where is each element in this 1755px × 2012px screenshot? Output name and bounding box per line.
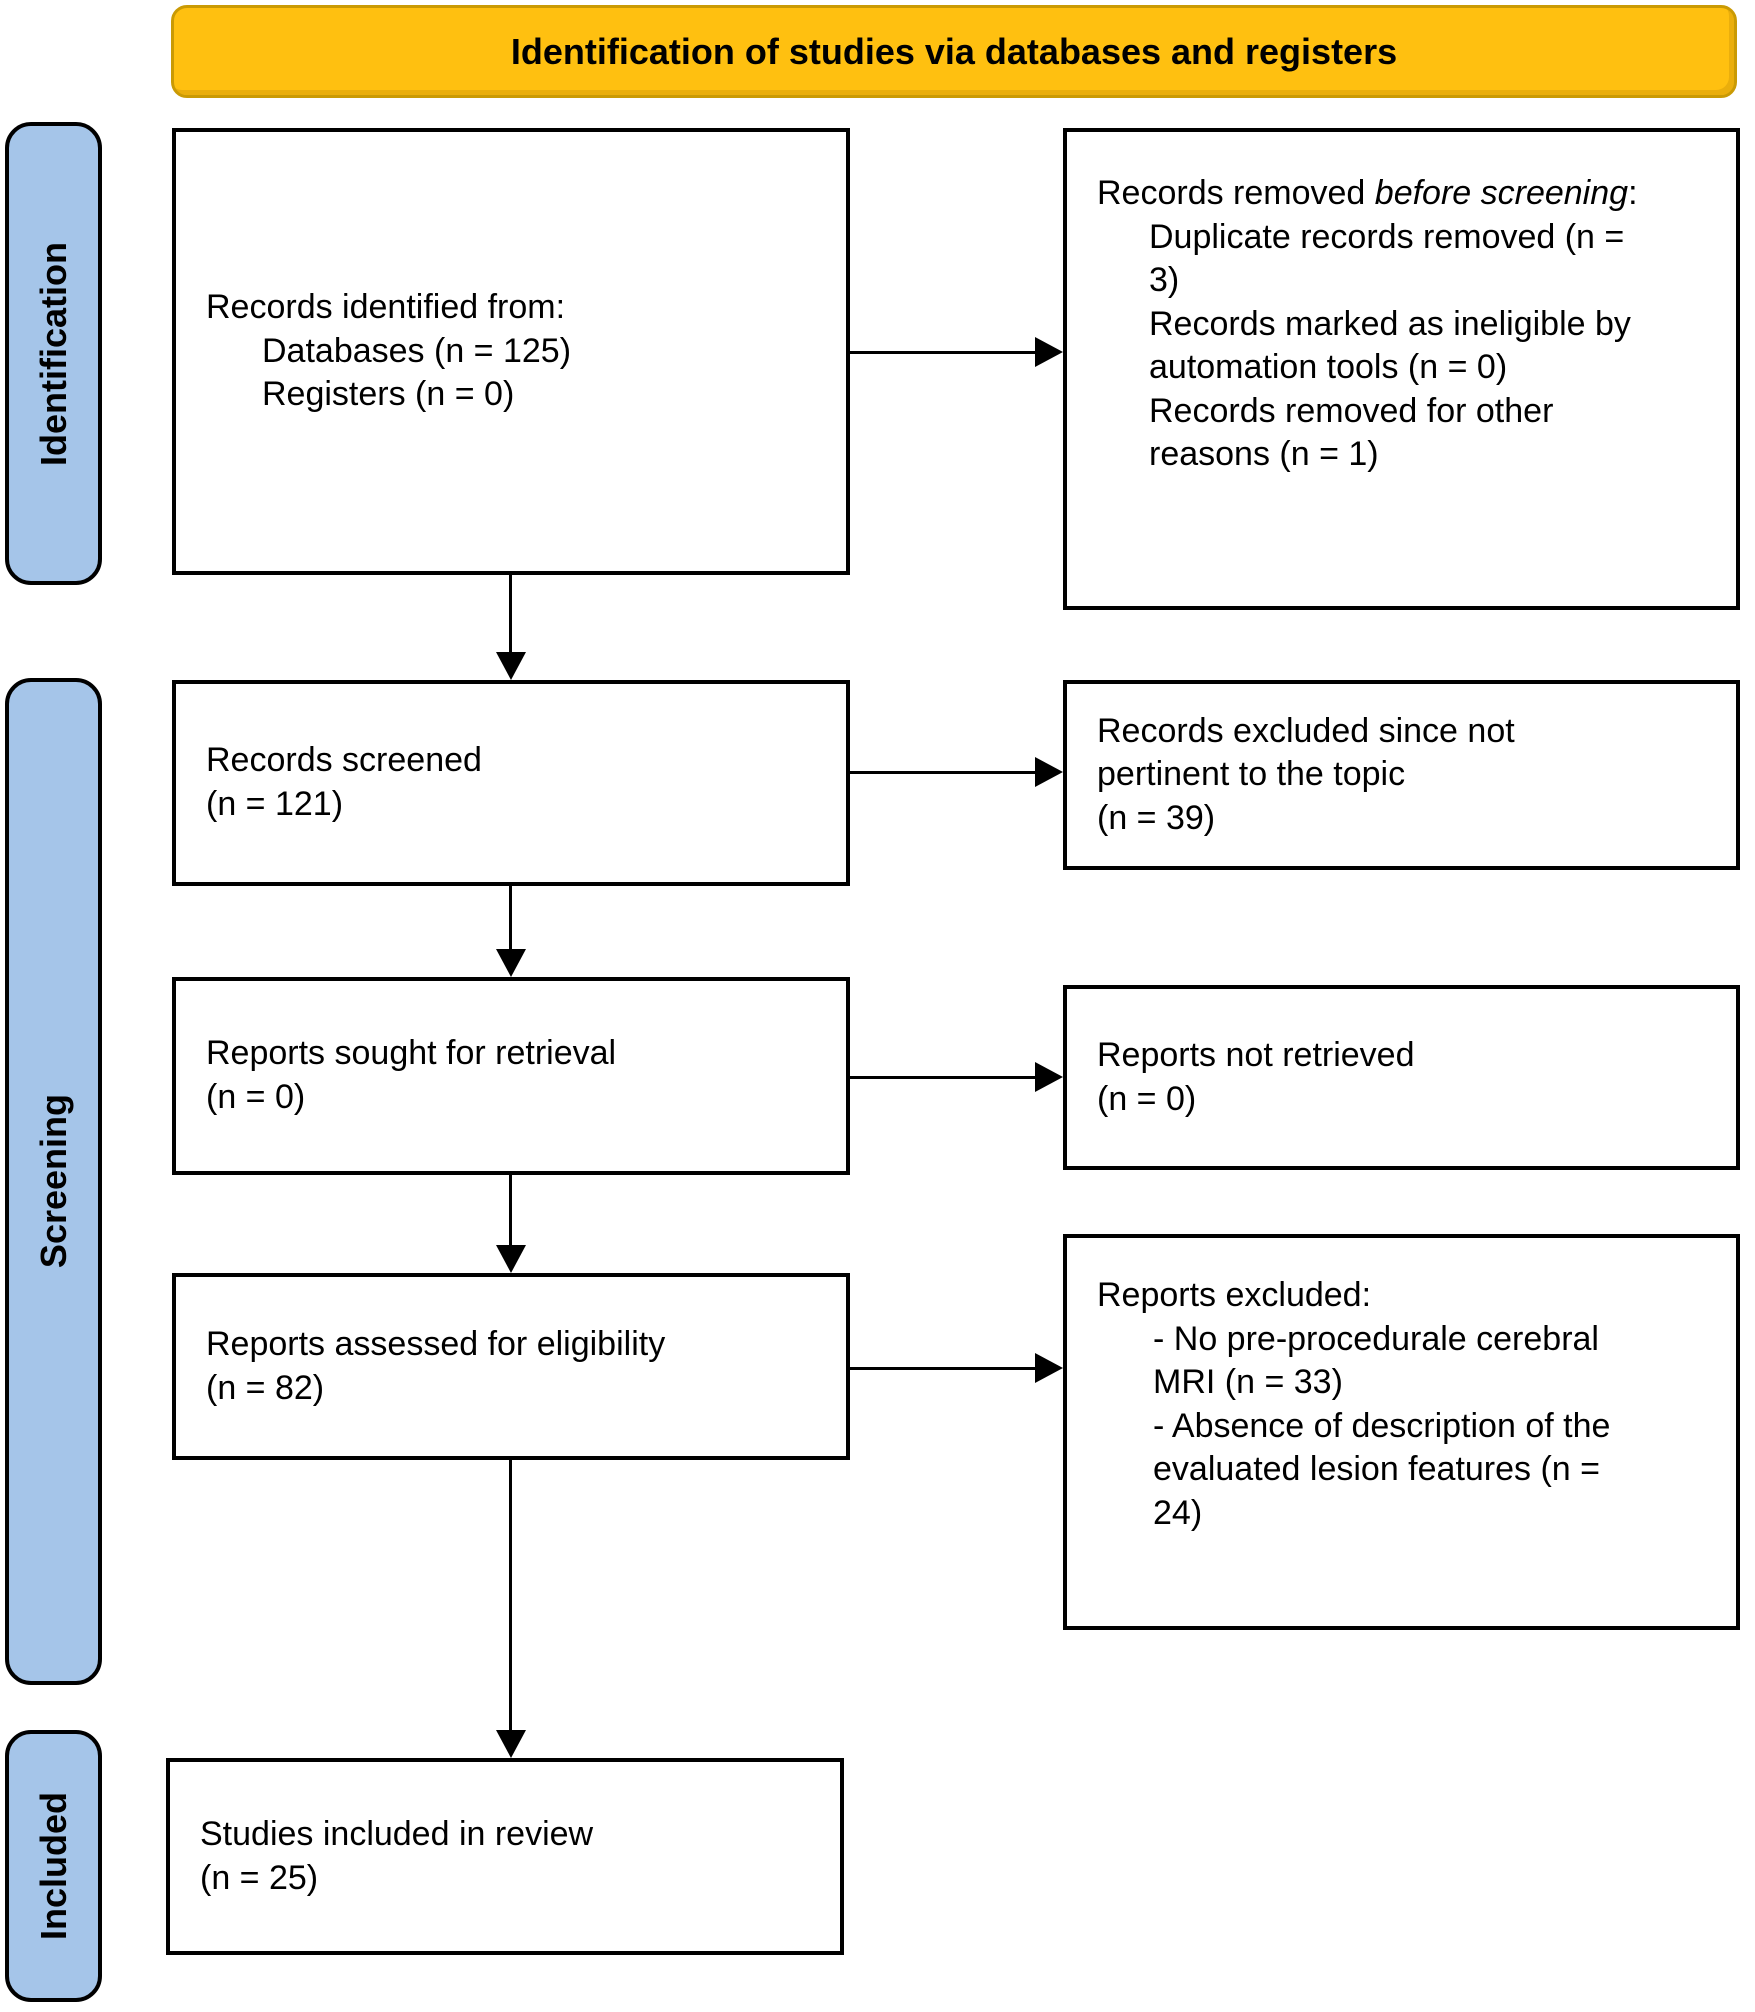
records-removed-other: Records removed for other reasons (n = 1…	[1149, 391, 1554, 474]
reports-excluded-intro: Reports excluded:	[1097, 1276, 1372, 1314]
reports-sought-count: (n = 0)	[206, 1078, 306, 1116]
records-excluded-count: (n = 39)	[1097, 798, 1216, 837]
box-records-screened: Records screened (n = 121)	[172, 680, 850, 886]
arrow-identified-to-screened-head	[496, 652, 526, 680]
records-removed-automation: Records marked as ineligible by automati…	[1149, 304, 1631, 387]
box-records-identified: Records identified from: Databases (n = …	[172, 128, 850, 575]
stage-identification: Identification	[5, 122, 102, 585]
reports-assessed-count: (n = 82)	[206, 1368, 325, 1407]
arrow-assessed-to-reportsexcluded-head	[1035, 1353, 1063, 1383]
arrow-sought-to-assessed-head	[496, 1245, 526, 1273]
arrow-sought-to-notretrieved-head	[1035, 1062, 1063, 1092]
arrow-assessed-to-included-head	[496, 1730, 526, 1758]
arrow-screened-to-sought-line	[509, 886, 512, 949]
records-removed-intro: Records removed before screening:	[1097, 174, 1638, 212]
arrow-screened-to-excluded-head	[1035, 757, 1063, 787]
records-screened-label: Records screened	[206, 741, 482, 780]
reports-assessed-label: Reports assessed for eligibility	[206, 1324, 666, 1363]
records-identified-intro: Records identified from:	[206, 288, 566, 327]
reports-not-retrieved-label: Reports not retrieved	[1097, 1035, 1415, 1074]
reports-excluded-no-description: - Absence of description of the evaluate…	[1153, 1406, 1611, 1532]
box-reports-assessed: Reports assessed for eligibility (n = 82…	[172, 1273, 850, 1460]
reports-excluded-no-mri: - No pre-procedurale cerebral MRI (n = 3…	[1153, 1319, 1599, 1402]
reports-not-retrieved-count: (n = 0)	[1097, 1079, 1197, 1118]
arrow-sought-to-assessed-line	[509, 1175, 512, 1245]
stage-identification-label: Identification	[32, 241, 74, 466]
stage-included: Included	[5, 1730, 102, 2002]
arrow-assessed-to-included-line	[509, 1460, 512, 1730]
records-identified-registers: Registers (n = 0)	[262, 375, 515, 414]
arrow-identified-to-removed-line	[850, 351, 1037, 354]
records-excluded-label: Records excluded since not pertinent to …	[1097, 711, 1515, 794]
records-screened-count: (n = 121)	[206, 785, 344, 823]
box-studies-included: Studies included in review (n = 25)	[166, 1758, 844, 1955]
stage-screening: Screening	[5, 678, 102, 1685]
box-reports-excluded: Reports excluded: - No pre-procedurale c…	[1063, 1234, 1740, 1630]
arrow-identified-to-screened-line	[509, 575, 512, 654]
arrow-assessed-to-reportsexcluded-line	[850, 1367, 1037, 1370]
box-records-removed: Records removed before screening: Duplic…	[1063, 128, 1740, 610]
reports-sought-label: Reports sought for retrieval	[206, 1034, 617, 1073]
arrow-sought-to-notretrieved-line	[850, 1076, 1037, 1079]
studies-included-count: (n = 25)	[200, 1858, 319, 1897]
studies-included-label: Studies included in review	[200, 1814, 594, 1853]
stage-screening-label: Screening	[32, 1094, 74, 1269]
box-records-excluded: Records excluded since not pertinent to …	[1063, 680, 1740, 870]
stage-included-label: Included	[32, 1791, 74, 1940]
arrow-screened-to-excluded-line	[850, 771, 1037, 774]
records-identified-databases: Databases (n = 125)	[262, 331, 572, 370]
box-reports-sought: Reports sought for retrieval (n = 0)	[172, 977, 850, 1175]
records-removed-duplicates: Duplicate records removed (n = 3)	[1149, 217, 1625, 300]
box-reports-not-retrieved: Reports not retrieved (n = 0)	[1063, 985, 1740, 1170]
arrow-identified-to-removed-head	[1035, 337, 1063, 367]
banner-title: Identification of studies via databases …	[171, 5, 1737, 98]
arrow-screened-to-sought-head	[496, 949, 526, 977]
